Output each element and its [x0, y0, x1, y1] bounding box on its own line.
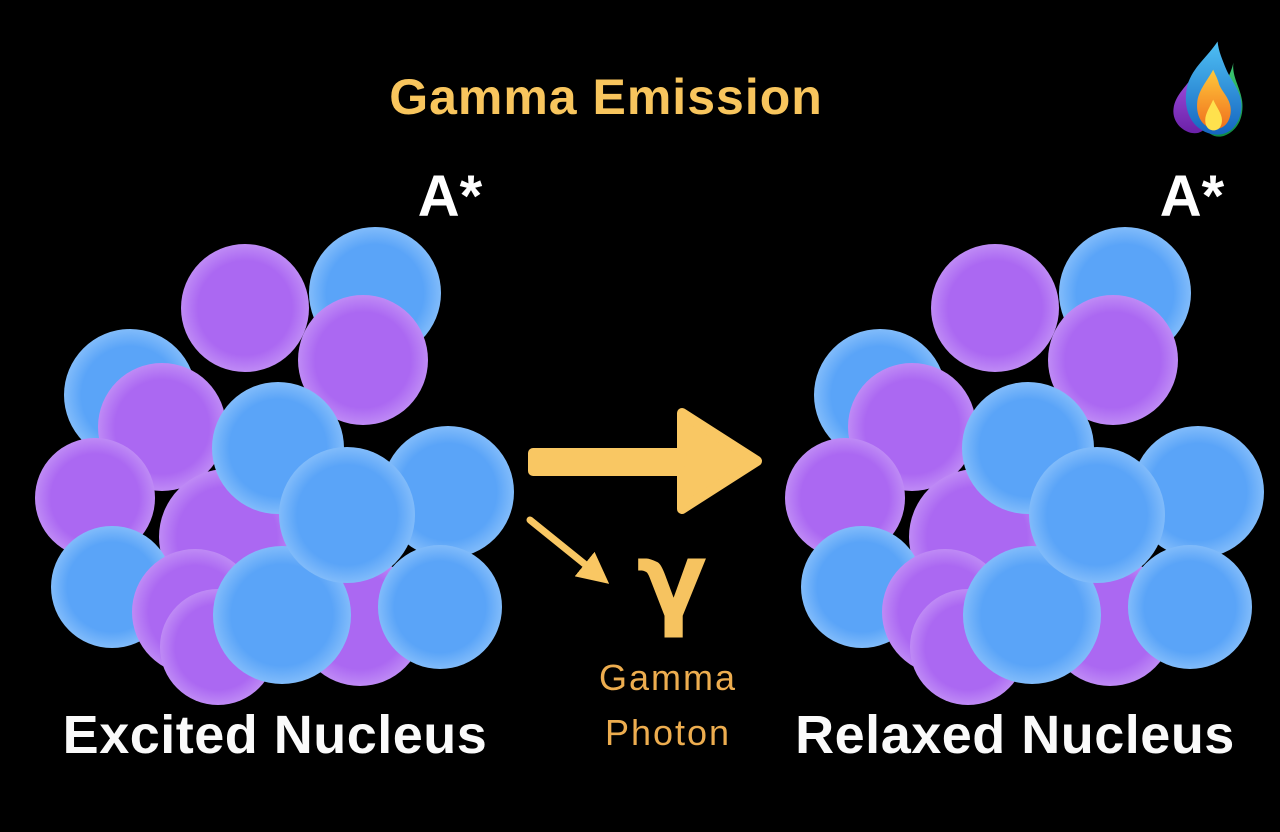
neutron-particle — [1029, 447, 1165, 583]
reaction-arrow-icon — [528, 408, 762, 514]
logo-orange-flame — [1197, 69, 1231, 129]
excited-nucleus-caption: Excited Nucleus — [62, 705, 488, 765]
gamma-photon-label-line1: Gamma — [598, 657, 738, 698]
relaxed-nucleus-cluster — [785, 227, 1264, 705]
excited-nucleus-cluster — [35, 227, 514, 705]
relaxed-state-label: A* — [1159, 164, 1225, 229]
page-title: Gamma Emission — [389, 69, 823, 125]
excited-state-label: A* — [417, 164, 483, 229]
proton-particle — [931, 244, 1059, 372]
neutron-particle — [279, 447, 415, 583]
relaxed-nucleus-caption: Relaxed Nucleus — [795, 705, 1235, 765]
flame-logo-icon — [1173, 41, 1243, 137]
gamma-symbol: γ — [636, 519, 708, 641]
gamma-emission-arrow-icon — [526, 516, 610, 584]
logo-yellow-core — [1205, 99, 1222, 131]
proton-particle — [181, 244, 309, 372]
gamma-photon-label-line2: Photon — [604, 712, 732, 753]
gamma-photon-label: Gamma Photon — [568, 650, 768, 760]
neutron-particle — [1128, 545, 1252, 669]
neutron-particle — [378, 545, 502, 669]
